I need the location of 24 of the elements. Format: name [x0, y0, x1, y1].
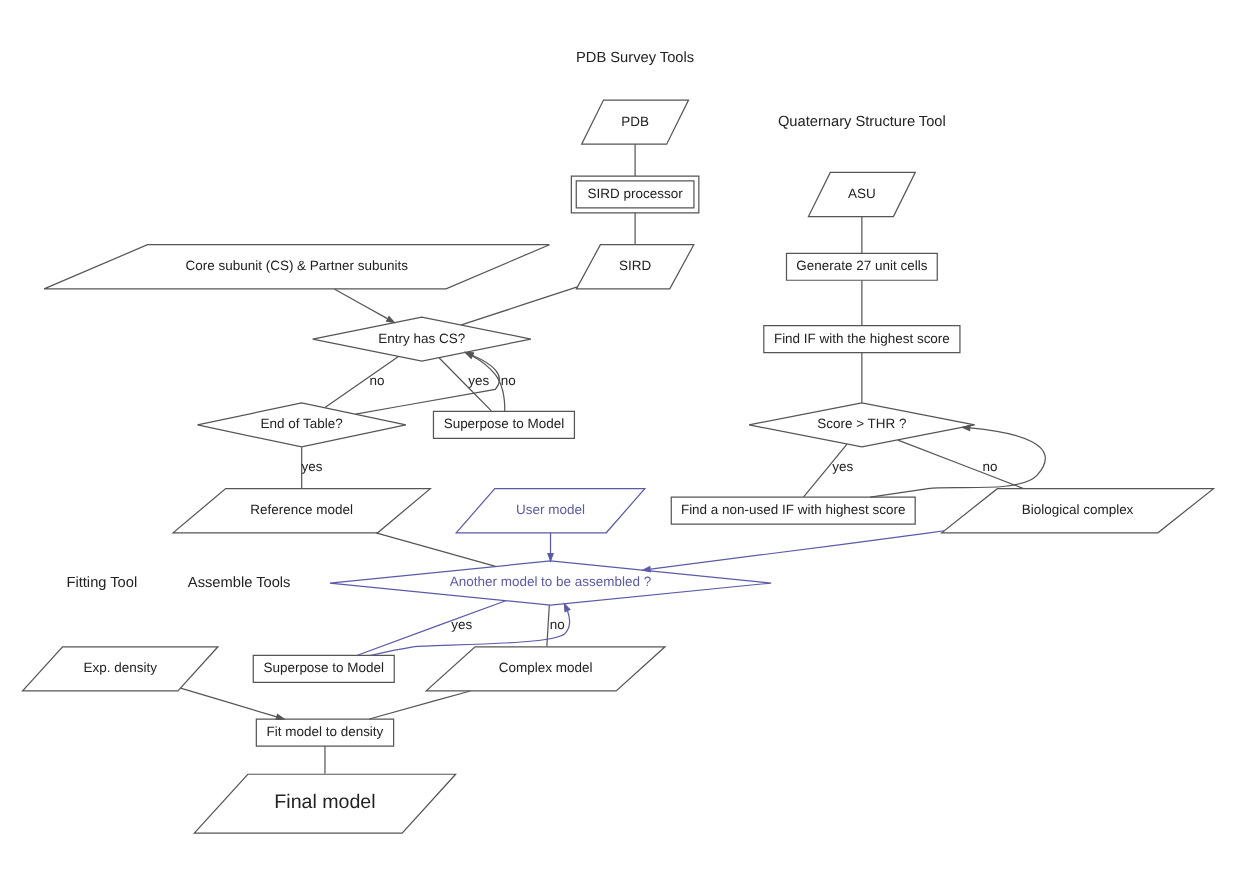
connector: [324, 355, 399, 408]
connector: [546, 603, 550, 646]
arrow: [640, 529, 945, 572]
arrow: [355, 350, 501, 414]
connector: [460, 285, 578, 325]
connector: [301, 445, 303, 488]
connector: [438, 356, 492, 411]
connector: [634, 211, 636, 245]
connector: [861, 278, 863, 326]
connector: [375, 531, 497, 566]
connector: [634, 142, 636, 176]
arrow: [463, 350, 506, 411]
connector: [803, 442, 848, 497]
connector: [324, 744, 326, 774]
arrow: [370, 601, 571, 655]
connector: [356, 599, 507, 655]
connector: [861, 351, 863, 403]
connector: [368, 689, 471, 719]
arrow: [179, 686, 286, 720]
connector: [861, 215, 863, 253]
arrow: [333, 287, 396, 323]
arrow: [869, 423, 1046, 497]
arrow: [547, 531, 554, 562]
connector: [897, 438, 1025, 489]
